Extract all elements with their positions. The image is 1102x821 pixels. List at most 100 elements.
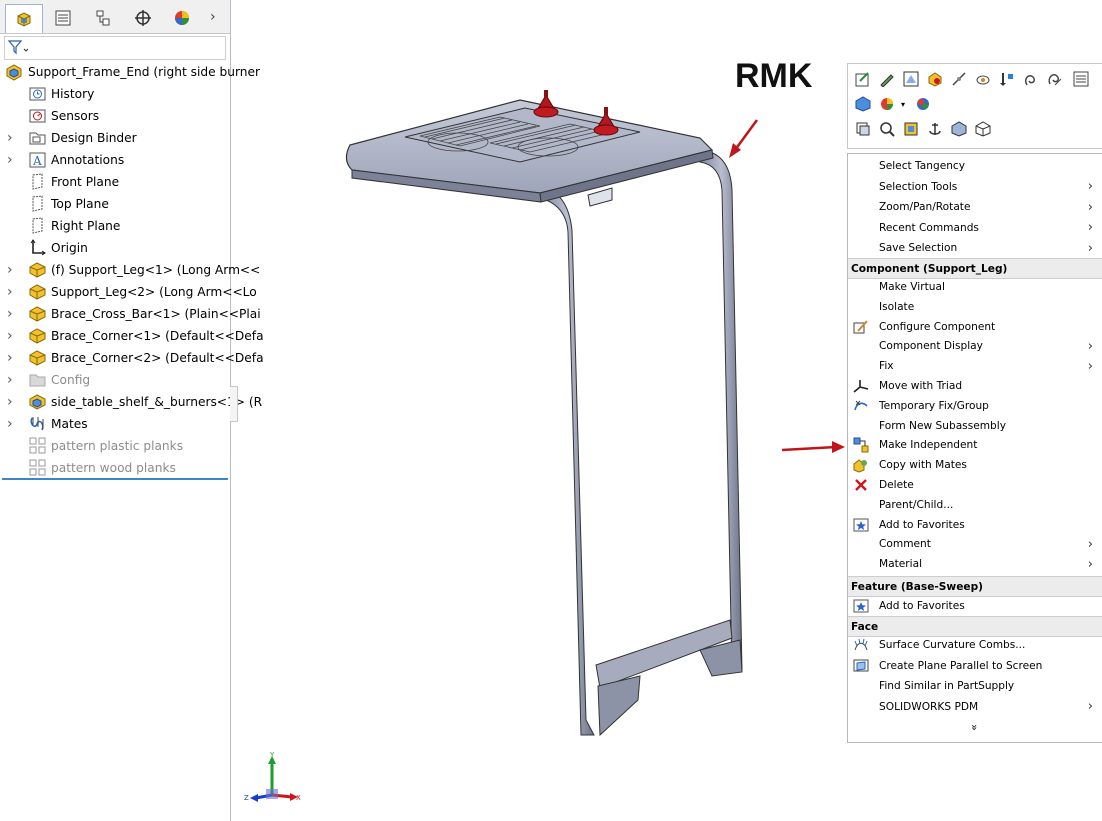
expand-arrow-icon[interactable]: ›: [7, 283, 13, 300]
rebuild-icon[interactable]: [998, 70, 1016, 88]
expand-arrow-icon[interactable]: ›: [7, 327, 13, 344]
orientation-triad: [250, 756, 298, 802]
expand-arrow-icon[interactable]: ›: [7, 415, 13, 432]
smart-mates-icon[interactable]: [1046, 70, 1064, 88]
tab-feature-manager[interactable]: [5, 4, 43, 33]
expand-arrow-icon[interactable]: ›: [7, 261, 13, 278]
menu-item[interactable]: SOLIDWORKS PDM›: [848, 697, 1102, 717]
appearances-icon[interactable]: [914, 95, 932, 113]
menu-item[interactable]: Configure Component: [848, 317, 1102, 337]
view-orientation-icon[interactable]: [854, 120, 872, 138]
menu-item[interactable]: Parent/Child...: [848, 495, 1102, 515]
assembly-icon: [5, 63, 23, 81]
triad-y-label: Y: [269, 751, 275, 759]
menu-item-label: Find Similar in PartSupply: [879, 680, 1015, 692]
tree-item-label: pattern wood planks: [51, 460, 176, 475]
menu-item[interactable]: Add to Favorites: [848, 515, 1102, 535]
triad-x-label: X: [296, 794, 301, 802]
dropdown-caret-icon[interactable]: ▾: [900, 99, 905, 109]
pattern-icon: [28, 459, 46, 477]
menu-item[interactable]: Surface Curvature Combs...: [848, 635, 1102, 655]
change-transparency-icon[interactable]: [902, 70, 920, 88]
tree-item-label: Config: [51, 372, 91, 387]
menu-item[interactable]: Component Display›: [848, 336, 1102, 356]
edit-component-icon[interactable]: [878, 70, 896, 88]
tree-item-label: Annotations: [51, 152, 125, 167]
menu-item[interactable]: Selection Tools ›: [848, 177, 1102, 197]
menu-item[interactable]: Temporary Fix/Group: [848, 396, 1102, 416]
burner-knob[interactable]: [533, 90, 559, 118]
tree-item-label: Origin: [51, 240, 88, 255]
tab-display-manager[interactable]: [164, 4, 200, 32]
property-manager-icon: [55, 10, 71, 26]
tab-property-manager[interactable]: [45, 4, 81, 32]
design-binder-icon: [28, 129, 46, 147]
normal-to-icon[interactable]: [902, 120, 920, 138]
menu-item-label: Selection Tools: [879, 180, 958, 193]
open-part-icon[interactable]: [854, 70, 872, 88]
support-frame-model[interactable]: [345, 90, 743, 737]
tab-scroll-right-icon[interactable]: ›: [210, 9, 216, 25]
menu-item[interactable]: Select Tangency: [848, 156, 1102, 176]
expand-arrow-icon[interactable]: ›: [7, 371, 13, 388]
context-toolbar: ▾: [847, 63, 1102, 149]
menu-item[interactable]: Save Selection›: [848, 238, 1102, 258]
sensors-icon: [28, 107, 46, 125]
menu-item[interactable]: Delete: [848, 475, 1102, 495]
submenu-arrow-icon: ›: [1087, 179, 1093, 194]
zoom-to-selection-icon[interactable]: [878, 120, 896, 138]
burner-knob[interactable]: [593, 107, 619, 136]
menu-expand-more[interactable]: »: [967, 724, 981, 731]
menu-item[interactable]: Find Similar in PartSupply: [848, 676, 1102, 696]
tree-root-label: Support_Frame_End (right side burner: [28, 64, 260, 79]
display-states-icon[interactable]: [878, 95, 896, 113]
folder-icon: [28, 371, 46, 389]
hide-icon[interactable]: [950, 70, 968, 88]
delete-icon: [852, 476, 870, 494]
menu-item[interactable]: Comment›: [848, 534, 1102, 554]
menu-item-label: Recent Commands: [879, 221, 979, 234]
expand-arrow-icon[interactable]: ›: [7, 305, 13, 322]
menu-item-label: Make Independent: [879, 439, 978, 452]
mate-icon[interactable]: [1022, 70, 1040, 88]
menu-item[interactable]: Add to Favorites: [848, 596, 1102, 616]
configure-icon: [852, 318, 870, 336]
menu-item-label: Save Selection: [879, 242, 958, 254]
menu-item[interactable]: Create Plane Parallel to Screen: [848, 656, 1102, 676]
submenu-arrow-icon: ›: [1087, 556, 1093, 572]
expand-arrow-icon[interactable]: ›: [7, 151, 13, 168]
tab-configuration-manager[interactable]: [85, 4, 121, 32]
menu-item-label: Surface Curvature Combs...: [879, 639, 1026, 651]
appearance-icon[interactable]: [926, 70, 944, 88]
component-properties-icon[interactable]: [1072, 70, 1090, 88]
tab-dimxpert-manager[interactable]: [125, 4, 161, 32]
tree-item-label: (f) Support_Leg<1> (Long Arm<<: [51, 262, 261, 277]
tree-filter-field[interactable]: [4, 36, 226, 60]
expand-arrow-icon[interactable]: ›: [7, 393, 13, 410]
assembly-view-icon[interactable]: [854, 95, 872, 113]
isolate-icon[interactable]: [974, 70, 992, 88]
expand-arrow-icon[interactable]: ›: [7, 129, 13, 146]
manager-tab-bar: ›: [0, 0, 230, 34]
menu-item[interactable]: Fix›: [848, 356, 1102, 376]
menu-item[interactable]: Zoom/Pan/Rotate›: [848, 197, 1102, 217]
expand-arrow-icon[interactable]: ›: [7, 349, 13, 366]
menu-item[interactable]: Make Independent: [848, 435, 1102, 455]
view-cube-icon[interactable]: [974, 120, 992, 138]
menu-item[interactable]: Copy with Mates: [848, 455, 1102, 475]
rollback-bar[interactable]: [2, 478, 228, 480]
panel-collapse-handle[interactable]: [230, 386, 238, 422]
menu-item-label: Delete: [879, 479, 914, 491]
rmk-annotation: RMK: [735, 57, 813, 95]
menu-item-label: Parent/Child...: [879, 498, 954, 511]
menu-item[interactable]: Material›: [848, 554, 1102, 574]
menu-item[interactable]: Isolate: [848, 297, 1102, 317]
anchor-icon[interactable]: [926, 120, 944, 138]
menu-item[interactable]: Move with Triad: [848, 376, 1102, 396]
menu-item[interactable]: Recent Commands›: [848, 218, 1102, 238]
menu-item[interactable]: Form New Subassembly: [848, 416, 1102, 436]
svg-text:A: A: [32, 154, 42, 168]
section-view-icon[interactable]: [950, 120, 968, 138]
menu-item[interactable]: Make Virtual: [848, 277, 1102, 297]
